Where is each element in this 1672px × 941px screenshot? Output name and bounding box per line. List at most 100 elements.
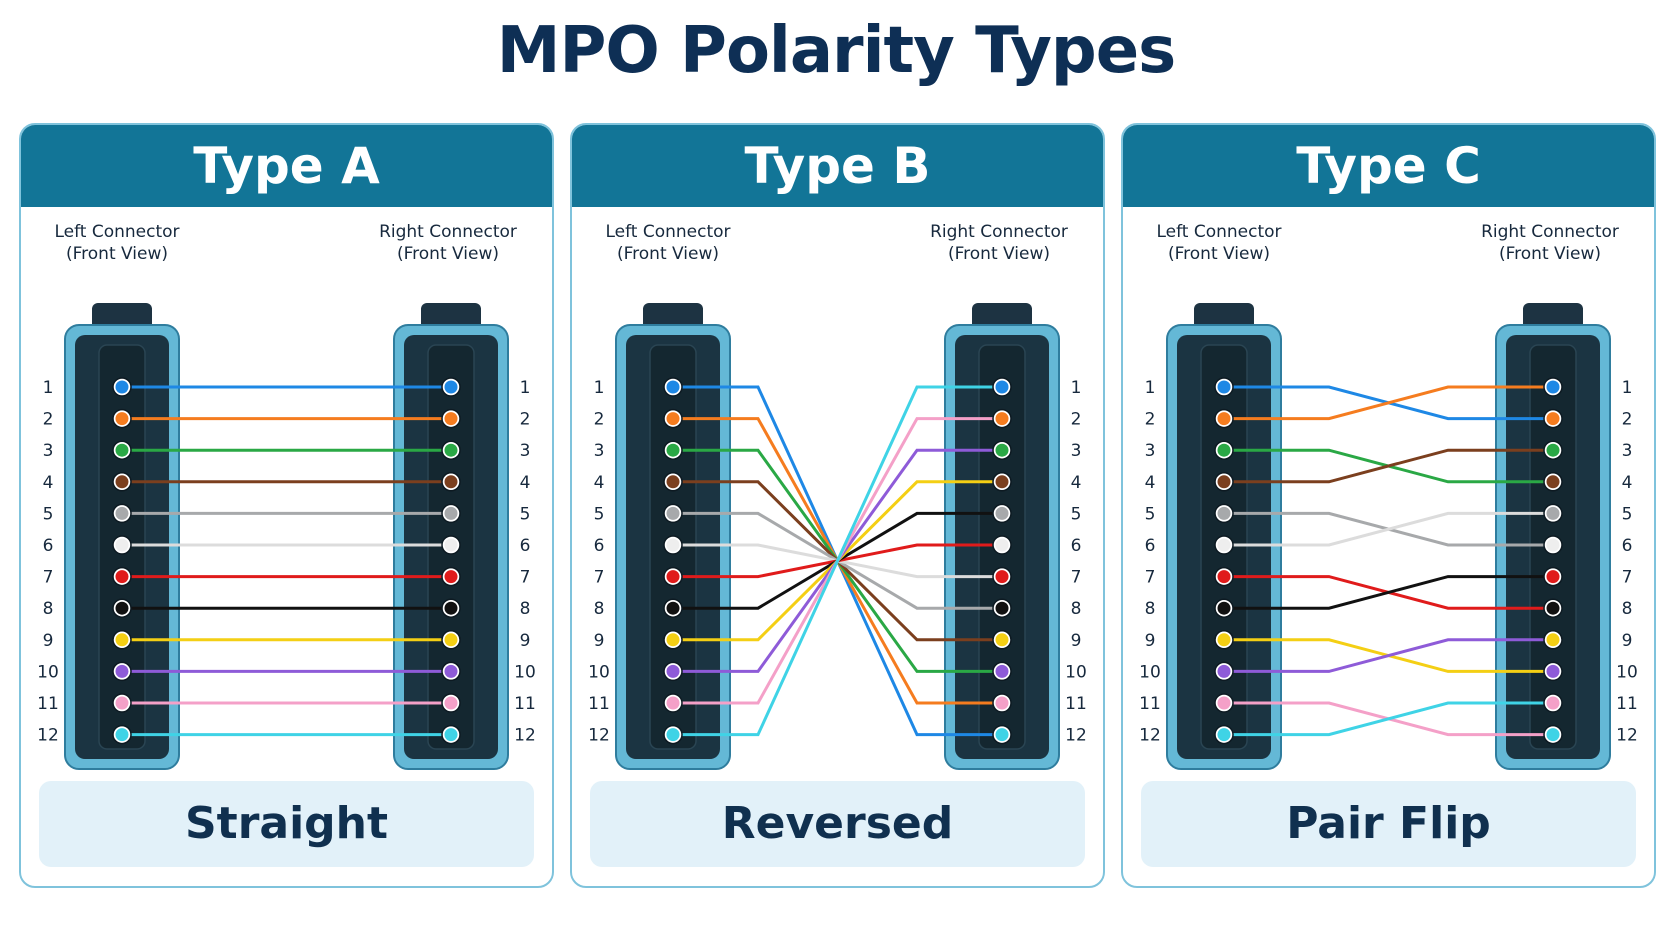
right-port-3 [441,440,461,460]
right-fiber-number: 8 [1622,599,1633,619]
right-port-1 [992,377,1012,397]
right-port-2 [992,408,1012,429]
left-fiber-number: 8 [1145,599,1156,619]
left-fiber-number: 3 [1145,441,1156,461]
fibers [671,385,1004,737]
right-fiber-number: 11 [514,694,536,714]
left-port-12-core [666,728,680,742]
left-port-8 [1214,598,1234,618]
left-port-3 [663,440,683,460]
left-port-6-core [1217,538,1231,552]
left-fiber-number: 12 [37,726,59,746]
left-port-3-core [1217,443,1231,457]
right-port-1-core [1546,380,1560,394]
left-connector-label-line: (Front View) [1167,244,1270,264]
right-connector-label: Right Connector(Front View) [358,221,538,265]
fibers [1222,385,1555,737]
left-port-9-core [115,633,129,647]
right-port-8-core [444,601,458,615]
left-port-10 [1214,661,1234,682]
left-fiber-number: 2 [1145,410,1156,430]
right-port-3-core [995,443,1009,457]
left-connector-label-line: Left Connector [1156,222,1282,242]
right-port-5 [441,503,461,524]
right-port-2-core [1546,412,1560,426]
right-fiber-number: 3 [1622,441,1633,461]
right-port-4-core [444,475,458,489]
right-connector-label-line: (Front View) [947,244,1050,264]
right-connector-label-line: Right Connector [930,222,1068,242]
left-fiber-number: 7 [43,568,54,588]
right-port-10 [992,661,1012,682]
right-port-7-core [444,570,458,584]
fiber-12 [1222,701,1555,737]
right-port-2 [441,408,461,429]
left-connector-label-line: Left Connector [605,222,731,242]
right-port-11-core [995,696,1009,710]
right-fiber-number: 3 [1071,441,1082,461]
left-fiber-number: 3 [43,441,54,461]
left-port-3 [1214,440,1234,460]
right-fiber-number: 12 [1065,726,1087,746]
left-port-1 [1214,377,1234,397]
left-port-7-core [1217,570,1231,584]
right-fiber-number: 4 [520,473,531,493]
left-connector-label: Left Connector(Front View) [27,221,207,265]
left-port-11-core [1217,696,1231,710]
left-port-1 [663,377,683,397]
right-fiber-number: 6 [1071,536,1082,556]
right-fiber-number: 8 [1071,599,1082,619]
left-port-1-core [666,380,680,394]
right-fiber-number: 4 [1622,473,1633,493]
right-port-1 [441,377,461,397]
right-port-10 [441,661,461,682]
left-port-10 [663,661,683,682]
left-port-7 [1214,566,1234,587]
left-fiber-number: 11 [1139,694,1161,714]
right-port-11-core [1546,696,1560,710]
left-port-4 [663,472,683,492]
right-port-9-core [444,633,458,647]
left-connector-label-line: Left Connector [54,222,180,242]
right-port-2 [1543,408,1563,429]
left-port-1-core [1217,380,1231,394]
left-port-11 [663,693,683,713]
right-port-7 [1543,566,1563,587]
right-port-3-core [444,443,458,457]
right-connector-label-line: (Front View) [396,244,499,264]
polarity-caption: Pair Flip [1141,781,1636,867]
right-fiber-number: 8 [520,599,531,619]
fiber-10 [1222,638,1555,673]
right-port-3-core [1546,443,1560,457]
left-connector-label: Left Connector(Front View) [1129,221,1309,265]
right-port-6-core [1546,538,1560,552]
right-port-12-core [1546,728,1560,742]
right-fiber-number: 1 [1071,378,1082,398]
right-port-10-core [444,664,458,678]
right-port-8 [992,598,1012,618]
left-fiber-number: 1 [43,378,54,398]
right-port-11 [1543,693,1563,713]
right-fiber-number: 6 [520,536,531,556]
right-port-9 [992,630,1012,650]
left-fiber-number: 6 [43,536,54,556]
left-fiber-number: 8 [594,599,605,619]
fiber-12 [671,385,1004,737]
right-port-6 [992,535,1012,555]
right-port-6-core [995,538,1009,552]
left-port-8 [112,598,132,618]
left-fiber-number: 11 [37,694,59,714]
left-port-2 [112,408,132,429]
left-port-5-core [666,506,680,520]
left-port-4 [1214,472,1234,492]
left-fiber-number: 12 [1139,726,1161,746]
left-fiber-number: 6 [594,536,605,556]
right-port-9 [1543,630,1563,650]
right-fiber-number: 9 [1622,631,1633,651]
left-port-8-core [666,601,680,615]
left-port-9 [112,630,132,650]
left-fiber-number: 5 [594,504,605,524]
left-port-7 [112,566,132,587]
